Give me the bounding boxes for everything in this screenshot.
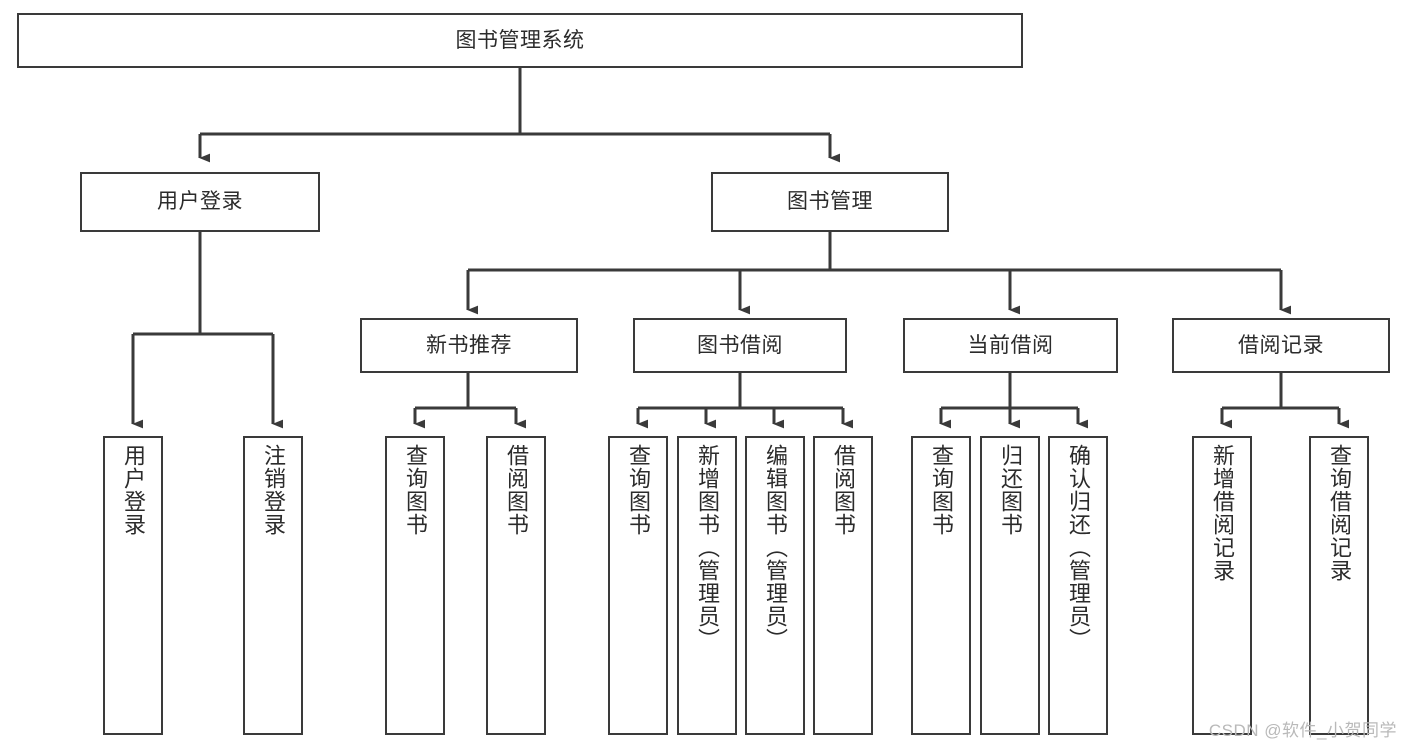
node-book-management-label: 图书管理 <box>787 190 873 214</box>
node-user-login-label: 用户登录 <box>157 190 243 214</box>
node-leaf-book-borrow-edit-label: 编辑图书（管理员） <box>762 444 788 651</box>
node-new-book-recommend[interactable]: 新书推荐 <box>360 318 578 373</box>
node-leaf-current-borrow-confirm-return-label: 确认归还（管理员） <box>1065 444 1091 651</box>
node-leaf-new-book-borrow-label: 借阅图书 <box>503 444 529 536</box>
node-leaf-borrow-record-add-label: 新增借阅记录 <box>1209 444 1235 582</box>
node-book-borrow[interactable]: 图书借阅 <box>633 318 847 373</box>
node-leaf-new-book-query[interactable]: 查询图书 <box>385 436 445 735</box>
node-leaf-current-borrow-confirm-return[interactable]: 确认归还（管理员） <box>1048 436 1108 735</box>
node-leaf-book-borrow-add[interactable]: 新增图书（管理员） <box>677 436 737 735</box>
node-book-management[interactable]: 图书管理 <box>711 172 949 232</box>
node-current-borrow-label: 当前借阅 <box>967 333 1054 357</box>
node-leaf-user-login-login[interactable]: 用户登录 <box>103 436 163 735</box>
node-book-borrow-label: 图书借阅 <box>697 333 783 357</box>
csdn-watermark: CSDN @软件_小贺同学 <box>1208 721 1397 740</box>
node-leaf-current-borrow-return[interactable]: 归还图书 <box>980 436 1040 735</box>
node-borrow-record-label: 借阅记录 <box>1238 333 1324 357</box>
node-leaf-user-login-logout-label: 注销登录 <box>260 444 286 536</box>
node-current-borrow[interactable]: 当前借阅 <box>903 318 1118 373</box>
node-leaf-current-borrow-query[interactable]: 查询图书 <box>911 436 971 735</box>
node-leaf-user-login-login-label: 用户登录 <box>120 444 146 536</box>
node-leaf-borrow-record-query-label: 查询借阅记录 <box>1326 444 1352 582</box>
node-leaf-book-borrow-query-label: 查询图书 <box>625 444 651 536</box>
node-user-login[interactable]: 用户登录 <box>80 172 320 232</box>
node-leaf-book-borrow-edit[interactable]: 编辑图书（管理员） <box>745 436 805 735</box>
node-leaf-book-borrow-borrow-label: 借阅图书 <box>830 444 856 536</box>
node-borrow-record[interactable]: 借阅记录 <box>1172 318 1390 373</box>
node-leaf-book-borrow-query[interactable]: 查询图书 <box>608 436 668 735</box>
node-leaf-book-borrow-borrow[interactable]: 借阅图书 <box>813 436 873 735</box>
node-leaf-borrow-record-query[interactable]: 查询借阅记录 <box>1309 436 1369 735</box>
node-leaf-borrow-record-add[interactable]: 新增借阅记录 <box>1192 436 1252 735</box>
node-leaf-current-borrow-return-label: 归还图书 <box>997 444 1023 536</box>
node-new-book-recommend-label: 新书推荐 <box>426 333 512 357</box>
node-root-book-management-system[interactable]: 图书管理系统 <box>17 13 1023 68</box>
node-leaf-user-login-logout[interactable]: 注销登录 <box>243 436 303 735</box>
node-root-label: 图书管理系统 <box>455 28 585 52</box>
node-leaf-current-borrow-query-label: 查询图书 <box>928 444 954 536</box>
node-leaf-new-book-borrow[interactable]: 借阅图书 <box>486 436 546 735</box>
node-leaf-book-borrow-add-label: 新增图书（管理员） <box>694 444 720 651</box>
node-leaf-new-book-query-label: 查询图书 <box>402 444 428 536</box>
